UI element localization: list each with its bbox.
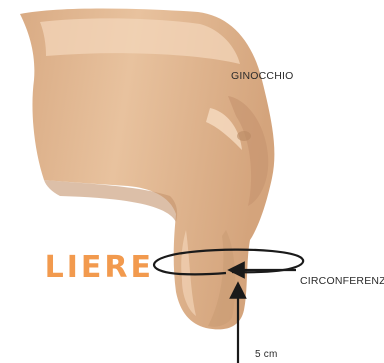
knee-label: GINOCCHIO: [231, 70, 293, 82]
circumference-label: CIRCONFERENZA: [300, 275, 384, 287]
title-fragment: LIERE: [0, 250, 154, 285]
distance-label: 5 cm: [255, 349, 277, 360]
knee-dimple: [237, 131, 251, 141]
